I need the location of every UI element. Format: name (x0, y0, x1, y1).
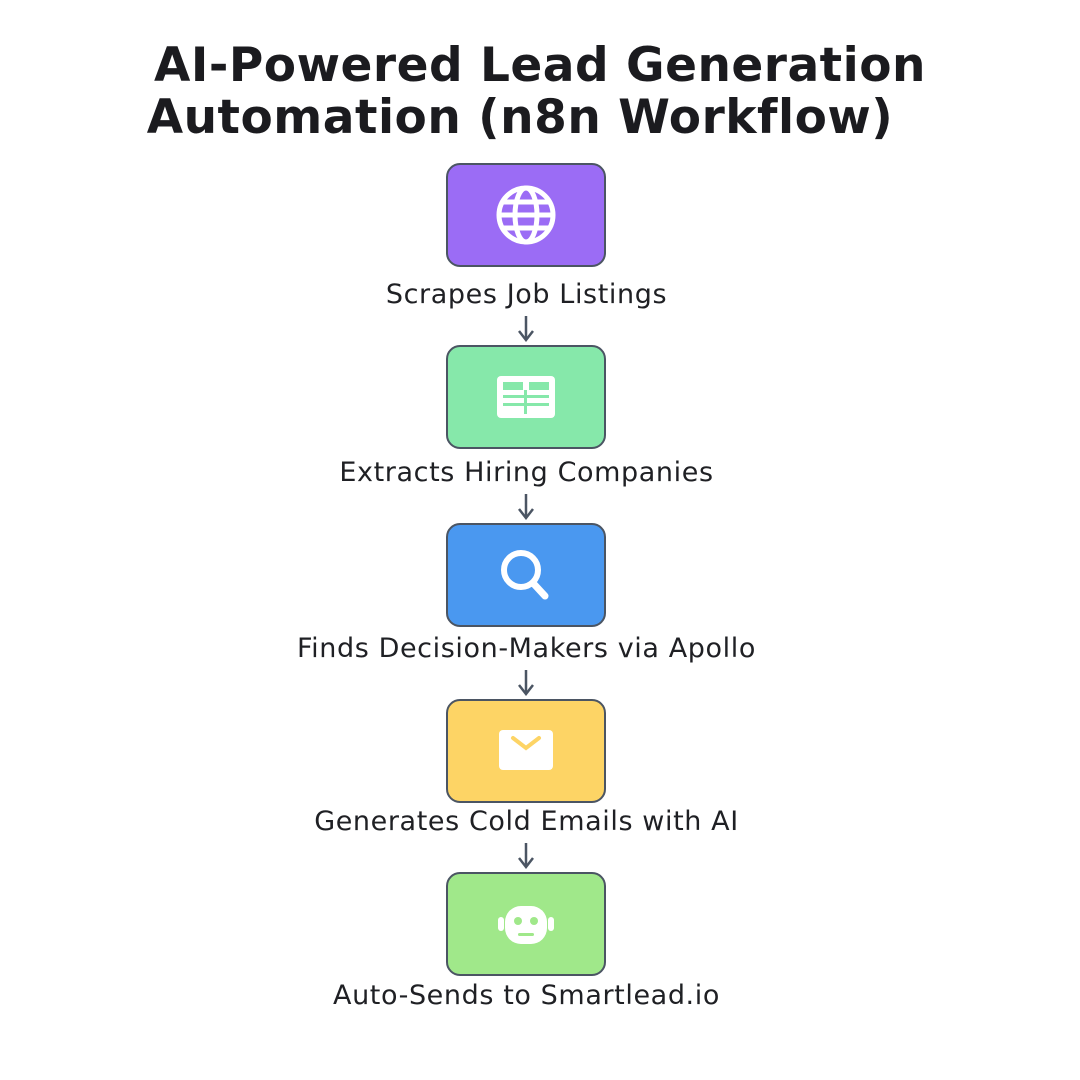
arrow-3 (518, 670, 534, 696)
arrow-4 (518, 843, 534, 869)
step-label-find: Finds Decision-Makers via Apollo (297, 633, 756, 664)
step-box-extract (446, 345, 606, 449)
envelope-icon (481, 716, 571, 786)
step-label-scrape: Scrapes Job Listings (385, 279, 668, 310)
step-box-scrape (446, 163, 606, 267)
table-icon (481, 362, 571, 432)
search-icon (481, 530, 571, 620)
title-line-1: AI-Powered Lead Generation (153, 38, 927, 93)
step-label-send: Auto-Sends to Smartlead.io (333, 980, 720, 1011)
step-label-generate: Generates Cold Emails with AI (314, 806, 739, 837)
step-label-extract: Extracts Hiring Companies (339, 457, 714, 488)
globe-icon (481, 170, 571, 260)
diagram-title: AI-Powered Lead Generation Automation (n… (0, 40, 1080, 144)
arrow-1 (518, 316, 534, 342)
step-box-find (446, 523, 606, 627)
robot-icon (481, 879, 571, 969)
title-line-2: Automation (n8n Workflow) (146, 90, 894, 145)
step-box-send (446, 872, 606, 976)
step-box-generate (446, 699, 606, 803)
arrow-2 (518, 494, 534, 520)
